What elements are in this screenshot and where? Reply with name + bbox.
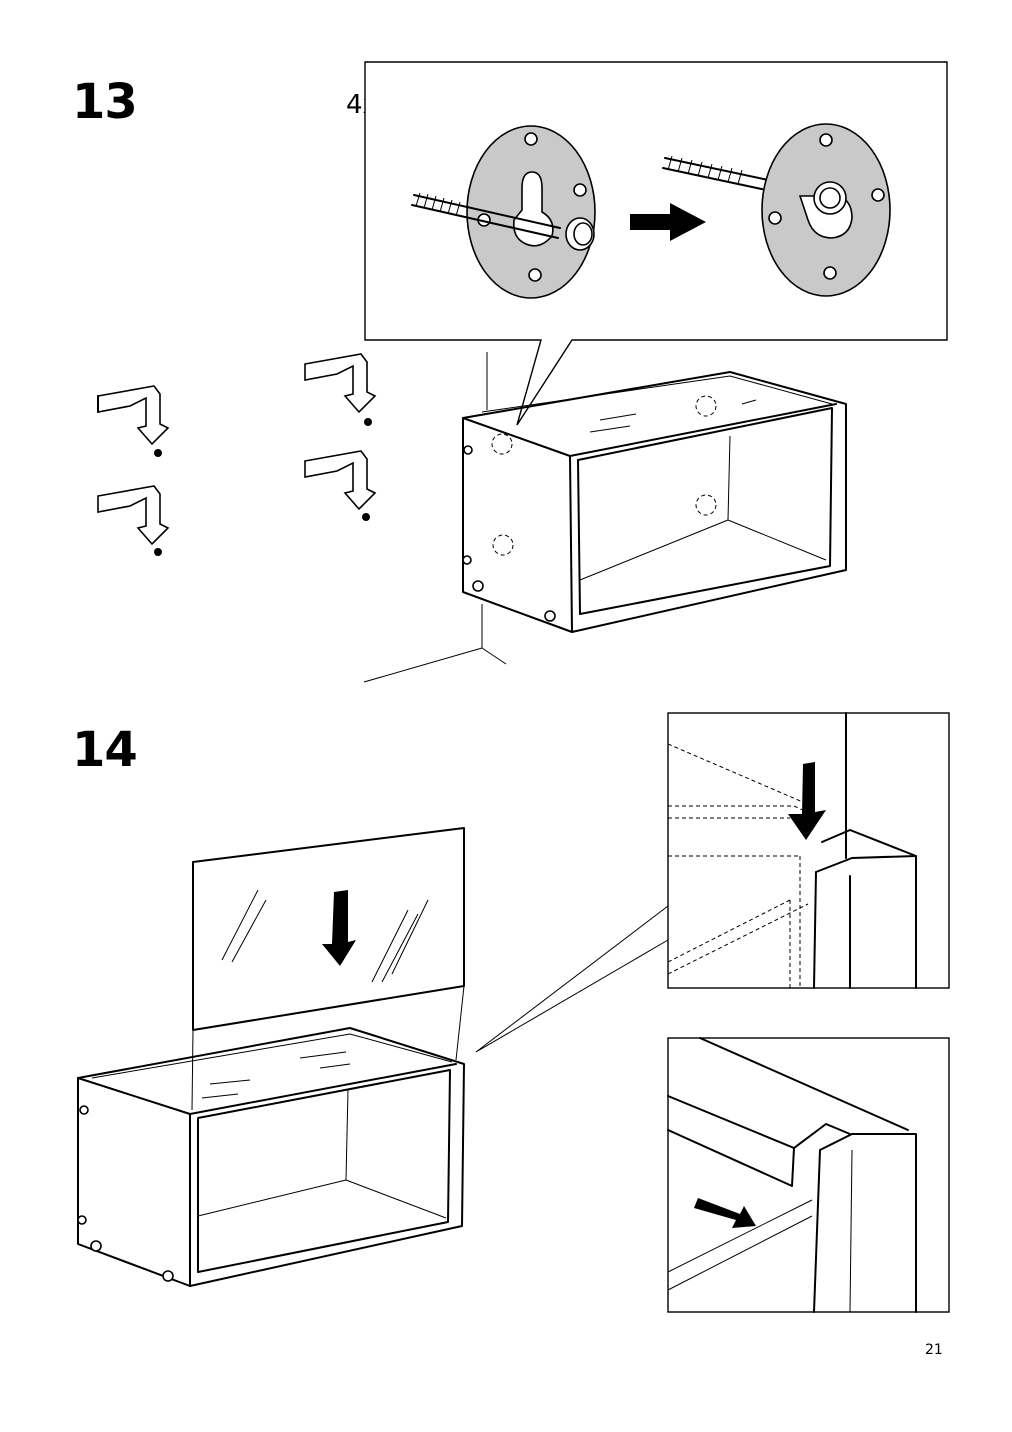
mounting-plate-right-icon — [662, 123, 891, 297]
bracket-screw-icon — [97, 485, 170, 556]
step-13-detail-callout — [364, 61, 948, 426]
bracket-screw-icon — [304, 353, 377, 426]
step-13-number: 13 — [72, 74, 138, 130]
bracket-screw-icon — [97, 385, 170, 457]
bracket-screw-icon — [304, 450, 377, 521]
arrow-right-icon — [694, 1198, 756, 1228]
glass-panel — [191, 827, 465, 1111]
arrow-down-icon — [322, 890, 356, 966]
arrow-right-icon — [630, 203, 706, 241]
detail-glass-slide — [667, 1037, 950, 1313]
detail-glass-insert — [667, 712, 950, 989]
arrow-down-icon — [788, 762, 826, 840]
screw-left-icon — [411, 192, 595, 251]
step-13-cabinet — [363, 352, 847, 683]
mounting-plate-left-icon — [411, 125, 596, 299]
wall-brackets — [97, 353, 377, 556]
step-14-cabinet — [77, 905, 669, 1287]
step-14-number: 14 — [72, 722, 138, 778]
page-number: 21 — [925, 1342, 943, 1358]
